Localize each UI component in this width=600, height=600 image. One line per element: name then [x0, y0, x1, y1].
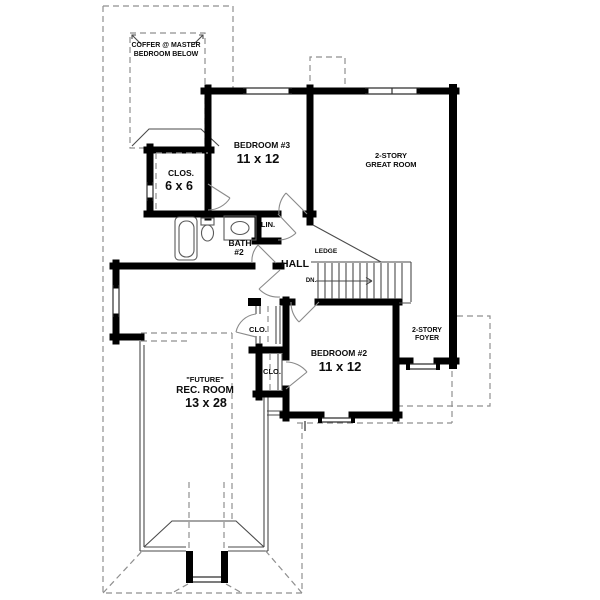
closet-label: CLOS.: [168, 168, 194, 178]
toilet: [200, 224, 215, 242]
wall-stub: [248, 298, 261, 306]
door-bedroom3: [278, 192, 308, 215]
rec-room-label-line2: REC. ROOM: [176, 385, 234, 396]
closet-dims: 6 x 6: [165, 179, 193, 193]
bedroom3-label: BEDROOM #3: [234, 140, 290, 150]
sink: [230, 220, 250, 236]
bath-label-line2: #2: [234, 247, 244, 257]
ledge-line: [312, 224, 382, 263]
room-labels: COFFER @ MASTER BEDROOM BELOW BEDROOM #3…: [131, 42, 442, 410]
closet-lower-label: CLO.: [263, 367, 281, 376]
rec-room-dims: 13 x 28: [185, 396, 227, 410]
rec-room-outline: [102, 332, 303, 594]
windows: [112, 87, 440, 431]
door-closet: [207, 183, 231, 211]
doors: [207, 183, 320, 390]
bath-label-line1: BATH: [229, 238, 252, 248]
door-bedroom2: [290, 301, 320, 323]
door-closet-lower: [285, 361, 308, 390]
linen-label: LIN.: [261, 220, 275, 229]
bedroom2-dims: 11 x 12: [319, 359, 362, 374]
coffer-note-line2: BEDROOM BELOW: [134, 51, 199, 58]
door-linen: [277, 213, 297, 241]
closet-upper-label: CLO.: [249, 325, 267, 334]
rec-room-label-line1: "FUTURE": [186, 375, 224, 384]
coffer-note-line1: COFFER @ MASTER: [131, 42, 200, 49]
great-room-label-line2: GREAT ROOM: [365, 160, 416, 169]
foyer-label-line1: 2-STORY: [412, 327, 442, 334]
window-hall: [112, 285, 120, 317]
closet-interiors: [155, 152, 283, 390]
hall-label: HALL: [281, 258, 310, 270]
stairs: [311, 261, 412, 304]
bedroom2-label: BEDROOM #2: [311, 348, 367, 358]
stairs-down-arrow: [316, 277, 373, 285]
window-foyer: [410, 363, 437, 370]
sink-counter: [223, 215, 257, 241]
door-hall: [258, 269, 281, 298]
ledge-label: LEDGE: [315, 248, 338, 255]
window-bedroom2: [321, 417, 352, 423]
door-bath2: [251, 244, 277, 264]
bathtub: [174, 216, 198, 261]
bath-fixtures: [174, 215, 257, 261]
great-room-label-line1: 2-STORY: [375, 151, 407, 160]
window-bedroom3: [243, 87, 292, 95]
bedroom3-dims: 11 x 12: [237, 151, 280, 166]
walls: [109, 84, 460, 422]
window-closet: [146, 182, 154, 201]
door-closet-upper: [235, 313, 257, 338]
foyer-label-line2: FOYER: [415, 335, 439, 342]
dormer: [186, 551, 228, 583]
window-great-room: [365, 87, 420, 95]
stairs-dn-label: DN.: [306, 278, 317, 284]
roof-outline-dashed: [102, 5, 491, 594]
